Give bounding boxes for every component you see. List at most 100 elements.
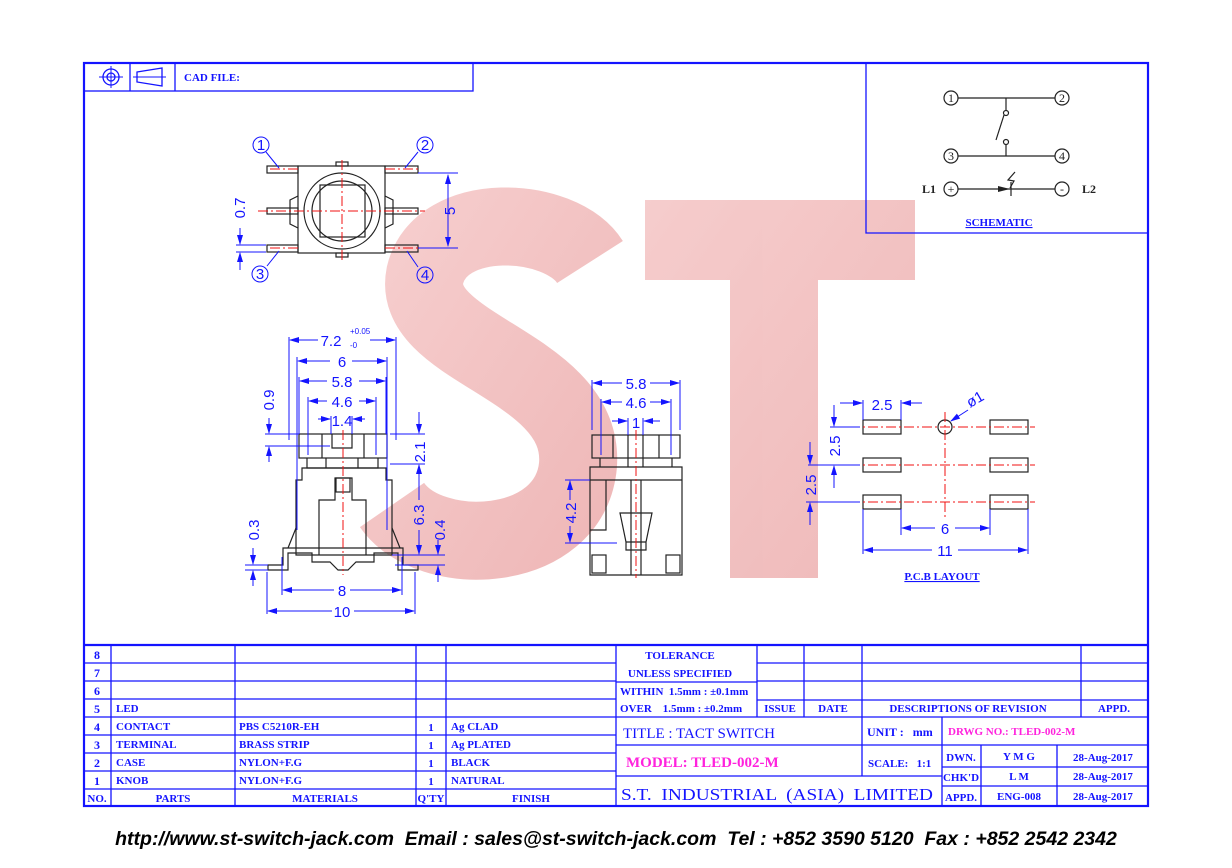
pcb-dim-11: 11	[937, 543, 953, 560]
projection-cone-icon	[133, 67, 166, 87]
svg-text:ENG-008: ENG-008	[997, 791, 1042, 803]
pin-label-2: 2	[421, 137, 429, 154]
svg-text:TOLERANCE: TOLERANCE	[645, 650, 714, 662]
schematic-pin-3: 3	[948, 149, 954, 163]
led-anode: +	[948, 182, 955, 196]
svg-text:4: 4	[94, 720, 100, 734]
pin-label-4: 4	[421, 267, 429, 284]
svg-text:DWN.: DWN.	[946, 752, 976, 764]
svg-text:8: 8	[94, 648, 100, 662]
dim-1-4: 1.4	[332, 413, 353, 430]
svg-text:WITHIN 1.5mm : ±0.1mm: WITHIN 1.5mm : ±0.1mm	[620, 686, 748, 698]
svg-text:28-Aug-2017: 28-Aug-2017	[1073, 791, 1133, 803]
parts-header-row: NO. PARTS MATERIALS Q'TY FINISH	[87, 793, 550, 805]
sign-appd-row: APPD. ENG-008 28-Aug-2017	[945, 791, 1133, 804]
pcb-layout-title: P.C.B LAYOUT	[904, 571, 980, 583]
dim-pin-pitch: 5	[442, 207, 459, 215]
schematic-pin-4: 4	[1059, 149, 1065, 163]
svg-text:L M: L M	[1009, 771, 1029, 783]
cad-file-label: CAD FILE:	[184, 72, 240, 84]
side-dim-4-2: 4.2	[563, 503, 580, 524]
dim-0-9: 0.9	[261, 390, 278, 411]
svg-text:CASE: CASE	[116, 757, 145, 769]
dim-0-3: 0.3	[246, 520, 263, 541]
title-block	[84, 643, 1148, 806]
schematic-pin-2: 2	[1059, 91, 1065, 105]
svg-text:KNOB: KNOB	[116, 775, 149, 787]
svg-text:CONTACT: CONTACT	[116, 721, 171, 733]
svg-text:Q'TY: Q'TY	[418, 793, 445, 805]
svg-text:BRASS STRIP: BRASS STRIP	[239, 739, 310, 751]
dim-4-6: 4.6	[332, 394, 353, 411]
tolerance-block: TOLERANCE UNLESS SPECIFIED WITHIN 1.5mm …	[620, 650, 748, 715]
dim-5-8: 5.8	[332, 374, 353, 391]
drawing-number: DRWG NO.: TLED-002-M	[948, 726, 1076, 738]
front-view: 7.2 +0.05 -0 6 5.8 4.6 1.4 8 10 0.9 2.1 …	[245, 327, 449, 621]
contact-footer: http://www.st-switch-jack.com Email : sa…	[115, 828, 1117, 850]
revision-header: ISSUE DATE DESCRIPTIONS OF REVISION APPD…	[764, 703, 1130, 715]
svg-text:NYLON+F.G: NYLON+F.G	[239, 775, 302, 787]
schematic: 1 2 3 4 + - L1 L2 SCHEMATIC	[865, 63, 1148, 234]
dim-2-1: 2.1	[412, 442, 429, 463]
svg-text:APPD.: APPD.	[1098, 703, 1130, 715]
svg-text:BLACK: BLACK	[451, 757, 491, 769]
svg-text:FINISH: FINISH	[512, 793, 550, 805]
side-dim-5-8: 5.8	[626, 376, 647, 393]
schematic-pin-1: 1	[948, 91, 954, 105]
svg-text:NATURAL: NATURAL	[451, 775, 505, 787]
svg-text:DATE: DATE	[818, 703, 848, 715]
svg-text:MATERIALS: MATERIALS	[292, 793, 358, 805]
dim-knob-width: 7.2	[321, 333, 342, 350]
parts-row-8: 8	[94, 648, 100, 662]
side-dim-4-6: 4.6	[626, 395, 647, 412]
svg-text:1: 1	[428, 722, 434, 734]
pcb-dim-6: 6	[941, 521, 949, 538]
svg-text:28-Aug-2017: 28-Aug-2017	[1073, 771, 1133, 783]
svg-text:ISSUE: ISSUE	[764, 703, 796, 715]
st-watermark-logo	[359, 187, 915, 580]
svg-text:NO.: NO.	[87, 793, 107, 805]
svg-text:APPD.: APPD.	[945, 792, 977, 804]
svg-text:Ag PLATED: Ag PLATED	[451, 739, 511, 751]
svg-text:1: 1	[428, 776, 434, 788]
svg-text:6: 6	[94, 684, 100, 698]
svg-text:1: 1	[94, 774, 100, 788]
svg-text:5: 5	[94, 702, 100, 716]
parts-row-5: 5 LED	[94, 702, 139, 716]
dim-6: 6	[338, 354, 346, 371]
svg-text:TERMINAL: TERMINAL	[116, 739, 177, 751]
parts-row-7: 7	[94, 666, 100, 680]
pcb-dim-pad: 2.5	[872, 397, 893, 414]
pin-label-3: 3	[256, 266, 264, 283]
svg-text:UNLESS SPECIFIED: UNLESS SPECIFIED	[628, 668, 732, 680]
svg-text:PBS C5210R-EH: PBS C5210R-EH	[239, 721, 320, 733]
dim-knob-width-tol-minus: -0	[350, 341, 358, 350]
parts-row-1: 1 KNOB NYLON+F.G 1 NATURAL	[94, 774, 505, 788]
svg-text:Y M G: Y M G	[1003, 751, 1035, 763]
svg-text:1: 1	[428, 758, 434, 770]
pin-label-1: 1	[257, 137, 265, 154]
watermark-letter-s	[359, 187, 623, 580]
cad-file-header: CAD FILE:	[83, 62, 474, 92]
scale-label: SCALE: 1:1	[868, 758, 931, 770]
svg-text:LED: LED	[116, 703, 139, 715]
svg-text:DESCRIPTIONS OF REVISION: DESCRIPTIONS OF REVISION	[889, 703, 1046, 715]
led-l2-label: L2	[1082, 182, 1096, 196]
svg-text:CHK'D: CHK'D	[943, 772, 979, 784]
svg-text:2: 2	[94, 756, 100, 770]
side-dim-1: 1	[632, 415, 640, 432]
watermark-letter-t	[645, 200, 915, 578]
schematic-title: SCHEMATIC	[965, 217, 1032, 229]
model-number: MODEL: TLED-002-M	[626, 755, 779, 771]
svg-text:PARTS: PARTS	[156, 793, 191, 805]
dim-10: 10	[334, 604, 351, 621]
drawing-title: TITLE : TACT SWITCH	[623, 726, 775, 742]
top-view: 1 2 3 4 5 0.7	[232, 136, 459, 284]
svg-text:OVER 1.5mm : ±0.2mm: OVER 1.5mm : ±0.2mm	[620, 703, 742, 715]
dim-pin-width: 0.7	[232, 198, 249, 219]
